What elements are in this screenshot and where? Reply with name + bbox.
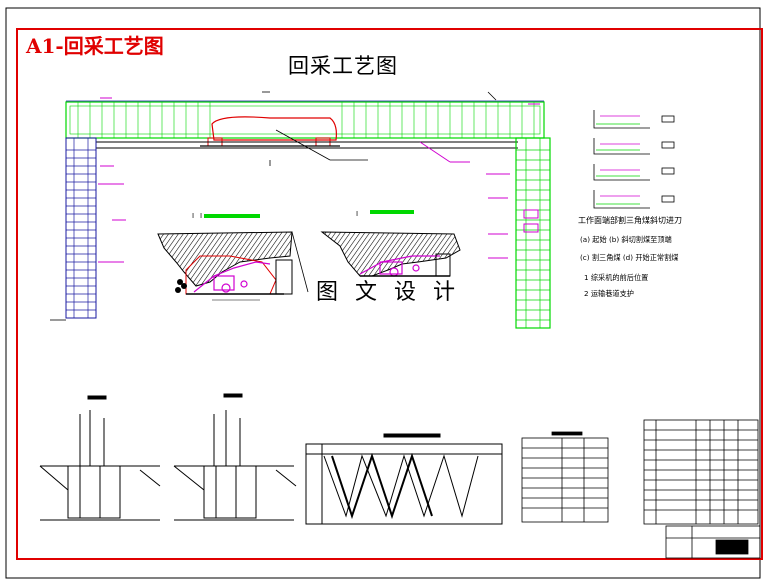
watermark-text: 图 文 设 计 <box>316 280 460 305</box>
svg-text:I: I <box>200 212 202 220</box>
cutting-note-item-2: 2 运输巷道支护 <box>584 289 634 298</box>
labor-table <box>521 431 609 523</box>
drawing-border <box>16 28 763 560</box>
svg-text:I: I <box>192 212 194 220</box>
section-right: I <box>320 210 461 277</box>
section-left: I I <box>157 212 309 301</box>
drawing-corner-title: A1-回采工艺图 <box>26 34 164 58</box>
cutting-sequence-details <box>593 110 675 209</box>
face-plan-view <box>50 91 551 329</box>
outer-frame <box>5 7 761 579</box>
cycle-chart <box>305 433 503 525</box>
svg-text:I: I <box>356 210 358 218</box>
title-block <box>665 525 761 559</box>
section-detail-2 <box>173 393 297 521</box>
cutting-note-item-1: 1 综采机的前后位置 <box>584 273 649 282</box>
equipment-table <box>643 419 759 525</box>
cutting-notes-heading: 工作面端部割三角煤斜切进刀 <box>578 216 682 225</box>
cutting-legend-line-2: (c) 割三角煤 (d) 开始正常割煤 <box>580 253 679 262</box>
section-detail-1 <box>39 395 161 521</box>
cutting-legend-line-1: (a) 起始 (b) 斜切割煤至顶端 <box>580 235 672 244</box>
drawing-title: 回采工艺图 <box>288 54 398 78</box>
